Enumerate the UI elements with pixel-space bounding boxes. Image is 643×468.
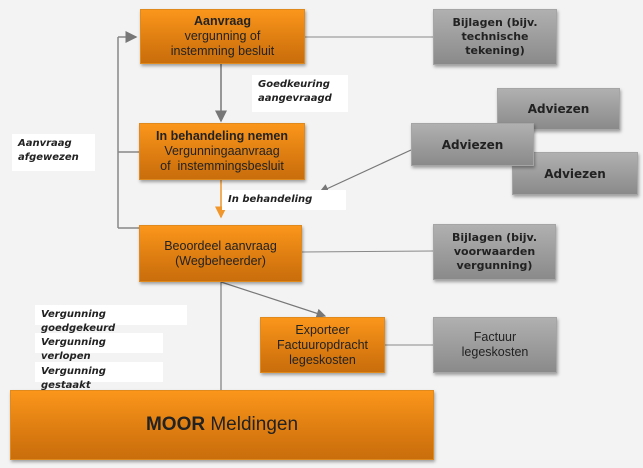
node-bijlagen1-line3: tekening): [465, 44, 525, 57]
node-exporteer-line3: legeskosten: [289, 352, 356, 367]
node-moor-meldingen[interactable]: MOOR Meldingen: [10, 390, 434, 460]
node-aanvraag-line1: vergunning of: [184, 29, 261, 43]
node-exporteer-line1: Exporteer: [295, 322, 350, 337]
node-in-behandeling-nemen[interactable]: In behandeling nemen Vergunningaanvraag …: [139, 123, 305, 180]
node-bijlagen1-line1: Bijlagen (bijv.: [452, 16, 538, 29]
label-vergunning-gestaakt: Vergunning gestaakt: [35, 362, 163, 391]
label-verlopen-text: Vergunning verlopen: [41, 337, 106, 362]
node-moor-rest: Meldingen: [205, 414, 299, 435]
node-adviezen-main-label: Adviezen: [441, 137, 504, 152]
label-afgewezen-line2: afgewezen: [18, 152, 79, 163]
node-behandeling-title: In behandeling nemen: [156, 129, 288, 143]
label-goedkeuring-aangevraagd: Goedkeuring aangevraagd: [252, 75, 348, 112]
node-aanvraag-title: Aanvraag: [194, 14, 251, 28]
label-goedkeuring-line2: aangevraagd: [258, 93, 332, 104]
node-adviezen-main[interactable]: Adviezen: [411, 123, 534, 166]
label-goedkeuring-line1: Goedkeuring: [258, 79, 330, 90]
node-adviezen-top-label: Adviezen: [527, 102, 590, 116]
line-beoordeel-bijlagen: [301, 250, 434, 253]
node-aanvraag-line2: instemming besluit: [170, 44, 275, 58]
node-beoordeel-line2: (Wegbeheerder): [175, 253, 266, 268]
node-behandeling-line1: Vergunningaanvraag: [164, 144, 280, 158]
label-vergunning-goedgekeurd: Vergunning goedgekeurd: [35, 305, 187, 334]
node-bijlagen-technische-tekening[interactable]: Bijlagen (bijv. technische tekening): [433, 9, 557, 65]
node-bijlagen-voorwaarden-vergunning[interactable]: Bijlagen (bijv. voorwaarden vergunning): [433, 224, 556, 280]
node-bijlagen2-line2: voorwaarden: [453, 245, 536, 258]
node-moor-text: MOOR Meldingen: [146, 414, 298, 436]
node-bijlagen2-line1: Bijlagen (bijv.: [451, 231, 537, 244]
label-vergunning-verlopen: Vergunning verlopen: [35, 333, 163, 362]
node-moor-bold: MOOR: [145, 414, 206, 435]
node-beoordeel-line1: Beoordeel aanvraag: [164, 238, 277, 253]
label-in-behandeling-text: In behandeling: [228, 194, 313, 205]
node-adviezen-bottom-label: Adviezen: [544, 166, 606, 181]
label-gestaakt-text: Vergunning gestaakt: [41, 366, 106, 391]
node-exporteer-line2: Factuuropdracht: [276, 337, 369, 352]
arrow-beoordeel-exporteer: [220, 281, 327, 318]
arrow-adviezen-behandeling: [318, 149, 412, 193]
node-behandeling-line2: of instemmingsbesluit: [160, 159, 284, 173]
node-bijlagen1-line2: technische: [461, 30, 529, 43]
node-beoordeel-aanvraag[interactable]: Beoordeel aanvraag (Wegbeheerder): [139, 225, 302, 282]
node-factuur-line1: Factuur: [473, 330, 517, 344]
node-exporteer-factuuropdracht[interactable]: Exporteer Factuuropdracht legeskosten: [260, 317, 385, 373]
label-in-behandeling: In behandeling: [222, 190, 346, 210]
node-bijlagen2-line3: vergunning): [456, 259, 533, 272]
node-factuur-legeskosten[interactable]: Factuur legeskosten: [433, 317, 557, 373]
label-afgewezen-line1: Aanvraag: [18, 138, 72, 149]
node-aanvraag[interactable]: Aanvraag vergunning of instemming beslui…: [140, 9, 305, 64]
label-aanvraag-afgewezen: Aanvraag afgewezen: [12, 134, 95, 171]
label-goedgekeurd-text: Vergunning goedgekeurd: [41, 309, 116, 334]
node-factuur-line2: legeskosten: [461, 345, 529, 359]
